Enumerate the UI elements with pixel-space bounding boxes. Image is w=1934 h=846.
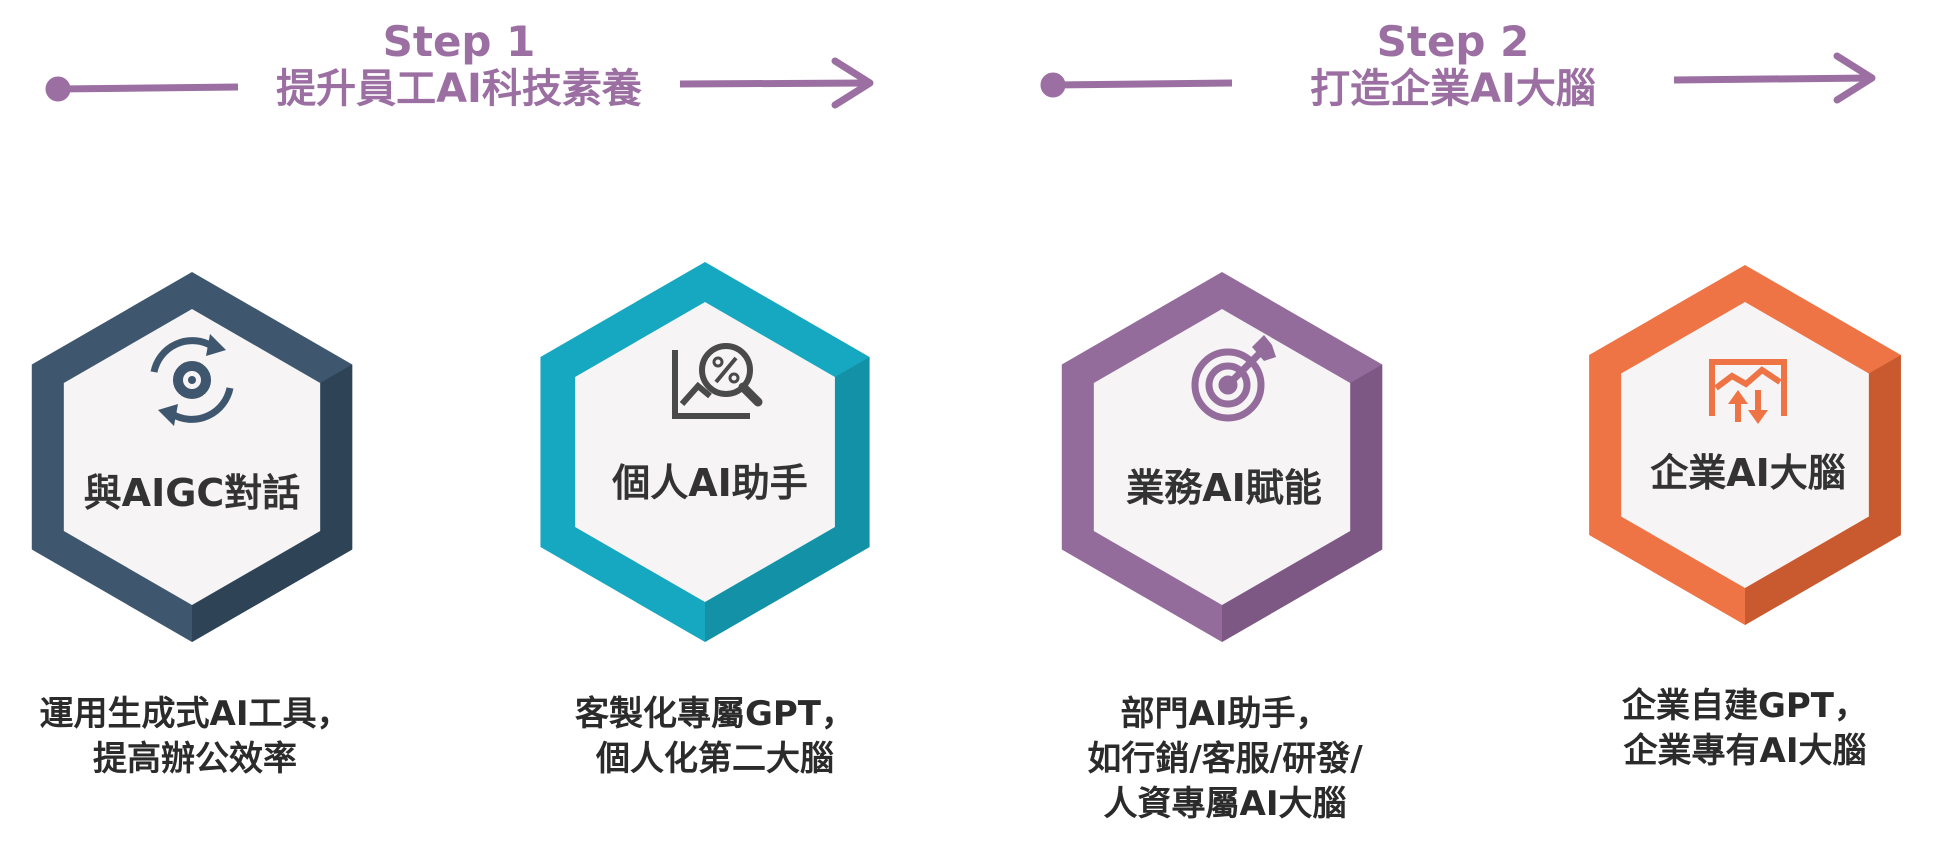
desc-aigc-chat: 運用生成式AI工具， 提高辦公效率 [0,692,390,782]
step1-title: 提升員工AI科技素養 [276,66,642,113]
hexagon-shadow [192,364,353,642]
step2-heading: Step 2 打造企業AI大腦 [1232,17,1674,113]
hex-label-personal-ai: 個人AI助手 [612,461,808,505]
hexagon-enterprise-ai [1589,265,1901,625]
hexagon-inner [575,302,835,602]
hex-label-aigc-chat: 與AIGC對話 [83,471,301,515]
desc-line: 如行銷/客服/研發/ [1087,738,1363,779]
gear-cycle-icon [150,334,234,426]
hexagon-personal-ai [540,262,870,642]
hexagon-shadow [705,357,870,642]
desc-line: 客製化專屬GPT， [574,694,856,734]
target-arrow-icon [1191,335,1276,422]
step1-label: Step 1 [382,17,536,66]
desc-enterprise-ai: 企業自建GPT， 企業專有AI大腦 [1550,684,1934,774]
step1-arrow [45,57,874,109]
percent-analysis-icon [672,343,763,419]
hexagon-business-ai [1061,272,1383,642]
desc-line: 個人化第二大腦 [596,738,834,779]
step1-heading: Step 1 提升員工AI科技素養 [238,17,680,113]
desc-line: 企業專有AI大腦 [1623,730,1867,771]
hexagon-shadow [1222,364,1383,642]
desc-line: 部門AI助手， [1120,694,1330,734]
step2-arrow [1040,52,1876,104]
desc-personal-ai: 客製化專屬GPT， 個人化第二大腦 [520,692,910,782]
hexagon-inner [63,309,321,605]
desc-line: 企業自建GPT， [1621,686,1869,726]
hexagon-aigc-chat [31,272,353,642]
desc-line: 提高辦公效率 [93,738,297,779]
desc-line: 人資專屬AI大腦 [1103,783,1347,824]
hex-label-business-ai: 業務AI賦能 [1126,466,1322,510]
hexagon-inner [1621,302,1869,588]
hexagon-shadow [1745,355,1901,625]
desc-line: 運用生成式AI工具， [39,694,351,734]
step2-title: 打造企業AI大腦 [1310,66,1596,113]
chart-updown-icon [1709,359,1787,424]
step2-label: Step 2 [1376,17,1530,66]
desc-business-ai: 部門AI助手， 如行銷/客服/研發/ 人資專屬AI大腦 [1030,692,1420,827]
hexagon-inner [1093,309,1351,605]
hex-label-enterprise-ai: 企業AI大腦 [1650,451,1846,495]
